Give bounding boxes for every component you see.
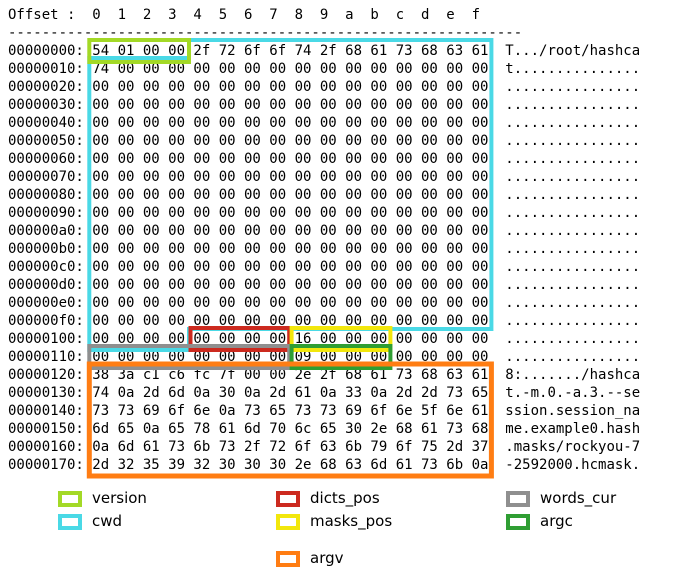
hexdump-row: 00000160: 0a 6d 61 73 6b 73 2f 72 6f 63 … (8, 439, 641, 455)
legend: version cwd dicts_pos masks_pos argv wor… (8, 488, 688, 572)
cwd-color-swatch (58, 513, 82, 530)
legend-label-argv: argv (310, 549, 344, 567)
legend-item-dicts-pos: dicts_pos (276, 490, 380, 507)
hexdump-row: 00000120: 38 3a c1 c6 fc 7f 00 00 2e 2f … (8, 367, 641, 383)
legend-label-version: version (92, 489, 147, 507)
hexdump-header: Offset : 0 1 2 3 4 5 6 7 8 9 a b c d e f (8, 7, 481, 23)
legend-label-words-cur: words_cur (540, 489, 617, 507)
hexdump-row: 00000130: 74 0a 2d 6d 0a 30 0a 2d 61 0a … (8, 385, 641, 401)
legend-item-argv: argv (276, 550, 344, 567)
hexdump-row: 00000010: 74 00 00 00 00 00 00 00 00 00 … (8, 61, 641, 77)
legend-item-masks-pos: masks_pos (276, 513, 392, 530)
hexdump-row: 00000050: 00 00 00 00 00 00 00 00 00 00 … (8, 133, 641, 149)
legend-item-words-cur: words_cur (506, 490, 616, 507)
hexdump-row: 00000140: 73 73 69 6f 6e 0a 73 65 73 73 … (8, 403, 641, 419)
hexdump-row: 00000090: 00 00 00 00 00 00 00 00 00 00 … (8, 205, 641, 221)
hexdump-row: 000000c0: 00 00 00 00 00 00 00 00 00 00 … (8, 259, 641, 275)
words-cur-color-swatch (506, 490, 530, 507)
hexdump-row: 00000030: 00 00 00 00 00 00 00 00 00 00 … (8, 97, 641, 113)
hexdump-row: 00000020: 00 00 00 00 00 00 00 00 00 00 … (8, 79, 641, 95)
hexdump-row: 00000100: 00 00 00 00 00 00 00 00 16 00 … (8, 331, 641, 347)
hexdump-row: 000000a0: 00 00 00 00 00 00 00 00 00 00 … (8, 223, 641, 239)
legend-label-masks-pos: masks_pos (310, 512, 393, 530)
hexdump-row: 00000150: 6d 65 0a 65 78 61 6d 70 6c 65 … (8, 421, 641, 437)
hex-dump: Offset : 0 1 2 3 4 5 6 7 8 9 a b c d e f… (8, 6, 641, 479)
version-color-swatch (58, 490, 82, 507)
hexdump-row: 000000d0: 00 00 00 00 00 00 00 00 00 00 … (8, 277, 641, 293)
legend-item-version: version (58, 490, 147, 507)
dicts-pos-color-swatch (276, 490, 300, 507)
legend-label-cwd: cwd (92, 512, 123, 530)
hexdump-row: 00000170: 2d 32 35 39 32 30 30 30 2e 68 … (8, 457, 641, 473)
hexdump-row: 00000080: 00 00 00 00 00 00 00 00 00 00 … (8, 187, 641, 203)
hexdump-row: 00000070: 00 00 00 00 00 00 00 00 00 00 … (8, 169, 641, 185)
hexdump-row: 00000060: 00 00 00 00 00 00 00 00 00 00 … (8, 151, 641, 167)
hexdump-row: 00000000: 54 01 00 00 2f 72 6f 6f 74 2f … (8, 43, 641, 59)
hexdump-row: 00000040: 00 00 00 00 00 00 00 00 00 00 … (8, 115, 641, 131)
legend-item-cwd: cwd (58, 513, 122, 530)
argv-color-swatch (276, 550, 300, 567)
hexdump-row: 000000b0: 00 00 00 00 00 00 00 00 00 00 … (8, 241, 641, 257)
hexdump-row: 00000110: 00 00 00 00 00 00 00 00 09 00 … (8, 349, 641, 365)
legend-label-dicts-pos: dicts_pos (310, 489, 380, 507)
hexdump-row: 000000e0: 00 00 00 00 00 00 00 00 00 00 … (8, 295, 641, 311)
argc-color-swatch (506, 513, 530, 530)
masks-pos-color-swatch (276, 513, 300, 530)
legend-item-argc: argc (506, 513, 573, 530)
hexdump-row: 000000f0: 00 00 00 00 00 00 00 00 00 00 … (8, 313, 641, 329)
legend-label-argc: argc (540, 512, 573, 530)
hexdump-separator: ----------------------------------------… (8, 25, 523, 41)
